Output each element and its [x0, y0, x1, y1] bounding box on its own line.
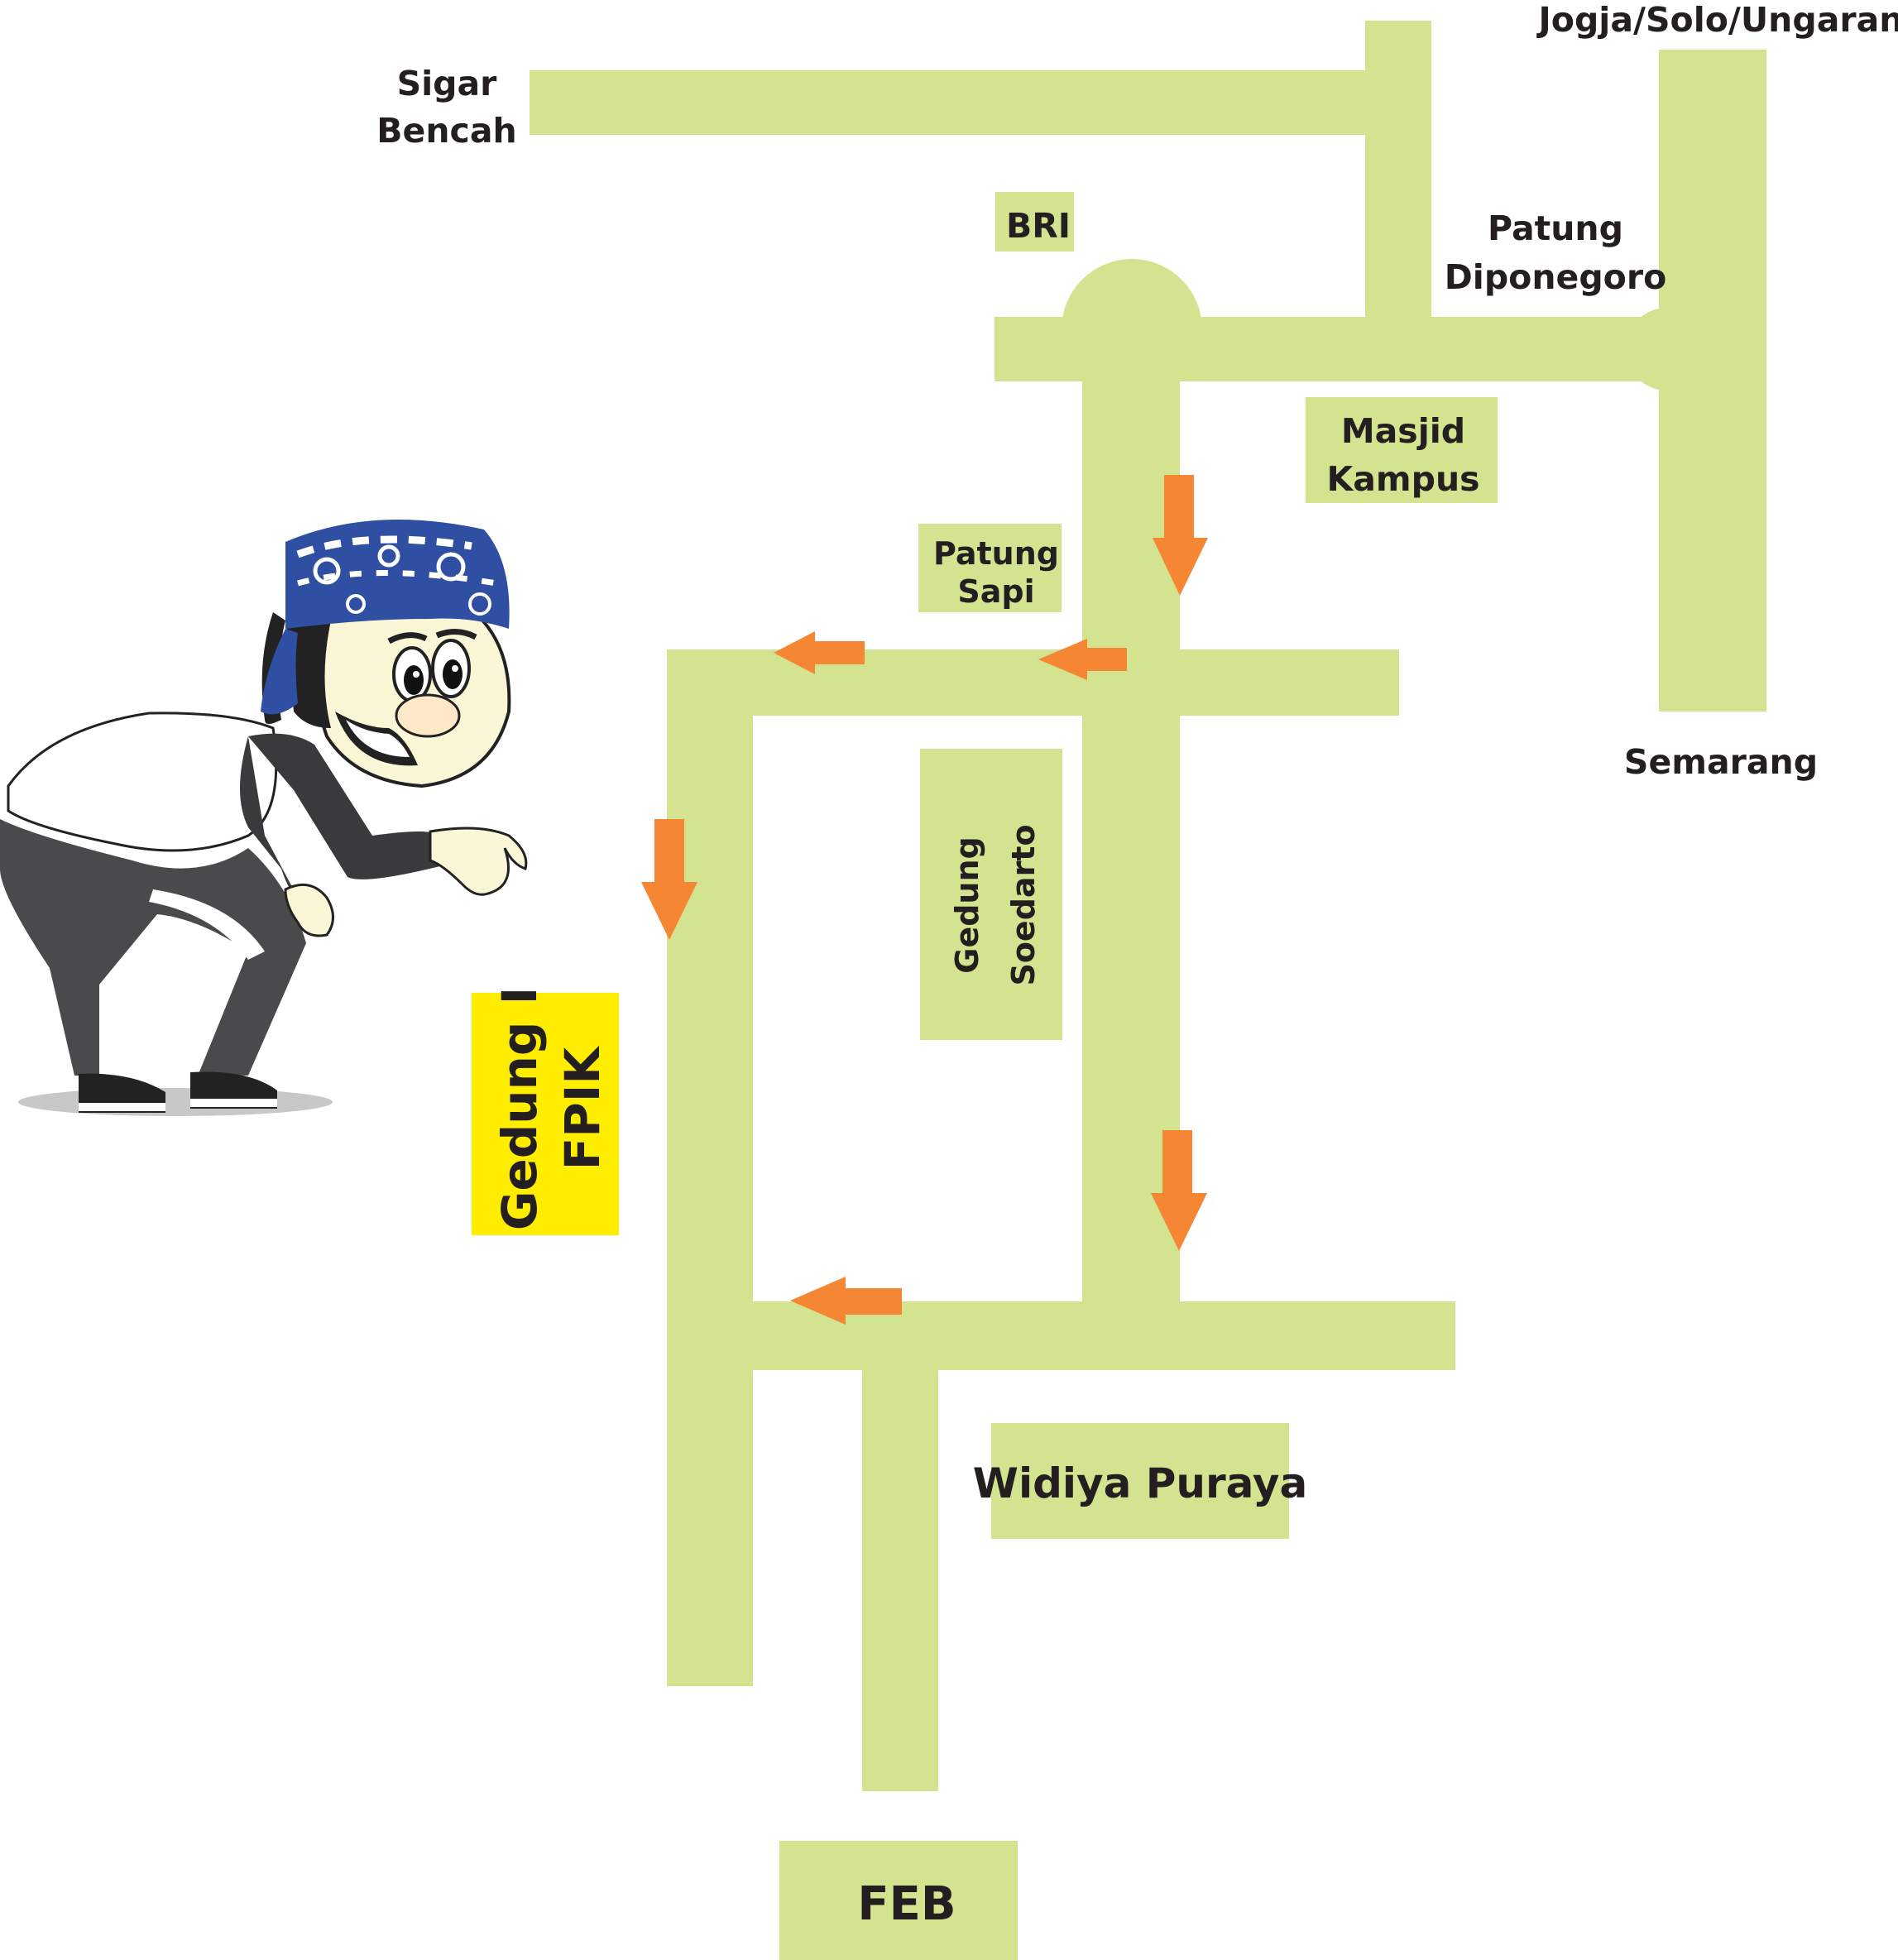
patung-sapi-box: [918, 524, 1062, 612]
label-jogja-solo-ungaran: Jogja/Solo/Ungaran: [1536, 0, 1898, 40]
label-semarang: Semarang: [1624, 742, 1818, 782]
bri-box: [995, 192, 1074, 252]
road-lower-cross: [667, 1301, 1455, 1370]
road-left-vertical: [667, 649, 753, 1686]
road-upper-cross: [667, 649, 1399, 716]
label-bri: BRI: [1006, 206, 1071, 246]
label-patung-dipo-2: Diponegoro: [1445, 257, 1667, 297]
road-north-vertical: [1365, 21, 1431, 319]
widiya-puraya-box: [991, 1423, 1289, 1539]
label-gedung-soedarto-1: Gedung: [949, 836, 985, 973]
label-gedung-fpik-1: Gedung I: [491, 987, 548, 1230]
junction-diponegoro: [1626, 308, 1709, 391]
label-sigar: Sigar: [397, 64, 498, 103]
direction-arrow-icon: [641, 819, 697, 940]
direction-arrow-icon: [1038, 639, 1127, 680]
route-arrows: [641, 475, 1208, 1325]
road-sigar-bencah: [530, 70, 1431, 135]
label-gedung-soedarto-2: Soedarto: [1005, 824, 1042, 985]
label-widiya-puraya: Widiya Puraya: [973, 1459, 1307, 1507]
label-kampus: Kampus: [1326, 459, 1479, 499]
road-feb-vertical: [862, 1301, 938, 1791]
label-patung-sapi-2: Sapi: [957, 573, 1034, 610]
road-network: [530, 21, 1766, 1791]
label-feb: FEB: [857, 1877, 956, 1931]
masjid-kampus-box: [1306, 397, 1498, 503]
direction-arrow-icon: [1151, 1130, 1207, 1251]
label-gedung-fpik-2: FPIK: [554, 1046, 611, 1171]
direction-arrow-icon: [790, 1277, 902, 1325]
label-patung-dipo-1: Patung: [1488, 208, 1623, 248]
label-masjid: Masjid: [1341, 411, 1465, 451]
student-mascot-with-batik-headband-icon: [0, 520, 528, 1116]
direction-arrow-icon: [1153, 475, 1208, 596]
direction-arrow-icon: [774, 631, 865, 674]
gedung-fpik-box: [472, 993, 619, 1235]
gedung-soedarto-box: [920, 749, 1062, 1040]
label-bencah: Bencah: [376, 111, 516, 151]
label-patung-sapi-1: Patung: [933, 535, 1059, 572]
feb-box: [779, 1841, 1018, 1960]
